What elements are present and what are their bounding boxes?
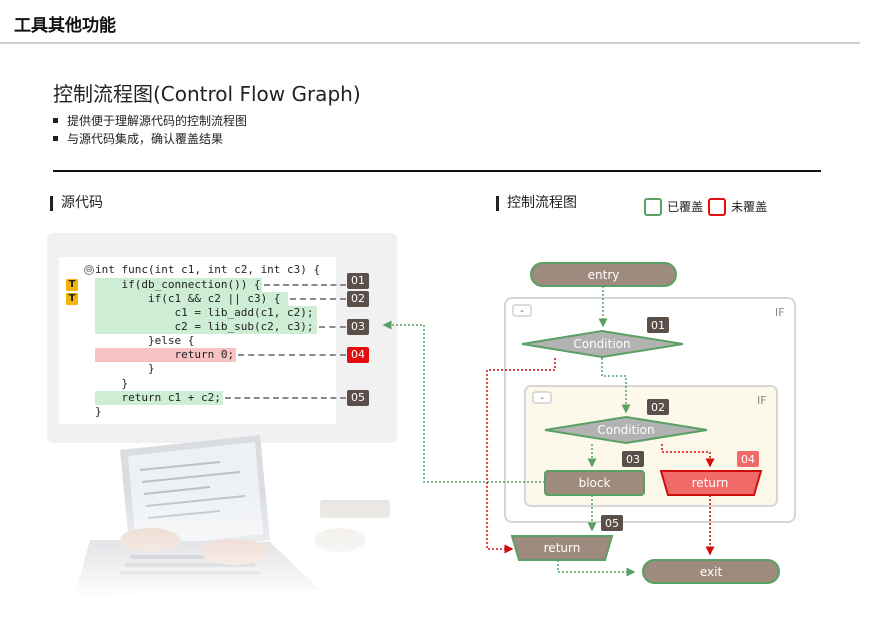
cfg-badge-03-label: 03 [626, 453, 640, 466]
cfg-badge-02-label: 02 [651, 401, 665, 414]
return-covered-label: return [544, 541, 581, 555]
code-line: if(db_connection()) { [95, 278, 261, 291]
uncovered-swatch-icon [708, 197, 726, 216]
inner-if-collapse-button[interactable] [532, 391, 552, 404]
cfg-badge-02 [647, 399, 669, 415]
code-line: return c1 + c2; [95, 391, 221, 404]
cfg-badge-01 [647, 317, 669, 333]
covered-swatch-icon [644, 197, 662, 216]
code-line: return 0; [95, 348, 235, 361]
line-badge-04: 04 [347, 347, 369, 363]
return-covered-node[interactable] [510, 535, 614, 561]
cfg-badge-04 [737, 451, 759, 467]
entry-node[interactable] [530, 262, 677, 287]
exit-node[interactable] [642, 559, 780, 584]
return-uncovered-node[interactable] [659, 470, 763, 496]
code-line: c1 = lib_add(c1, c2); [95, 306, 314, 319]
leader-line [238, 354, 346, 356]
inner-if-label: IF [757, 394, 767, 407]
code-line: int func(int c1, int c2, int c3) { [95, 263, 321, 276]
cfg-badge-05 [601, 515, 623, 531]
legend-covered: 已覆盖 [644, 196, 703, 216]
true-marker-badge: T [66, 293, 78, 305]
condition-inner-label: Condition [597, 423, 654, 437]
source-panel-label: 源代码 [50, 196, 103, 211]
outer-if-collapse-symbol: - [520, 306, 524, 317]
cfg-panel-label: 控制流程图 [496, 196, 577, 211]
true-marker-badge: T [66, 279, 78, 291]
covered-highlight [95, 320, 317, 334]
section-heading: 控制流程图(Control Flow Graph) [53, 82, 361, 106]
block-node-label: block [579, 476, 611, 490]
leader-line [264, 284, 346, 286]
block-node[interactable] [544, 470, 645, 496]
return-uncovered-label: return [692, 476, 729, 490]
line-badge-05: 05 [347, 390, 369, 406]
legend-uncovered-label: 未覆盖 [731, 200, 768, 214]
condition-outer-node[interactable] [521, 329, 684, 359]
code-line: if(c1 && c2 || c3) { [95, 292, 281, 305]
covered-highlight [95, 278, 262, 292]
uncovered-highlight [95, 348, 236, 362]
leader-line [319, 326, 346, 328]
fold-toggle-icon[interactable]: ⊖ [84, 265, 94, 275]
title-divider [0, 42, 860, 44]
code-line: } [95, 405, 102, 418]
page-title: 工具其他功能 [14, 16, 116, 36]
covered-highlight [95, 391, 223, 405]
inner-if-collapse-symbol: - [540, 393, 544, 404]
code-line: }else { [95, 334, 195, 347]
condition-inner-node[interactable] [544, 415, 708, 445]
line-badge-02: 02 [347, 291, 369, 307]
laptop-illustration-icon [70, 435, 410, 600]
covered-highlight [95, 306, 317, 320]
line-badge-03: 03 [347, 319, 369, 335]
outer-if-collapse-button[interactable] [512, 304, 532, 317]
section-divider [53, 170, 821, 172]
covered-highlight [95, 292, 288, 306]
leader-line [290, 298, 346, 300]
legend-uncovered: 未覆盖 [708, 196, 767, 216]
code-line: c2 = lib_sub(c2, c3); [95, 320, 314, 333]
cfg-badge-04-label: 04 [741, 453, 755, 466]
condition-outer-label: Condition [573, 337, 630, 351]
line-badge-01: 01 [347, 273, 369, 289]
leader-line [225, 397, 346, 399]
cfg-badge-03 [622, 451, 644, 467]
bullet-item: 提供便于理解源代码的控制流程图 [53, 112, 247, 129]
legend-covered-label: 已覆盖 [667, 200, 704, 214]
entry-node-label: entry [588, 268, 620, 282]
cfg-badge-05-label: 05 [605, 517, 619, 530]
cfg-badge-01-label: 01 [651, 319, 665, 332]
code-line: } [95, 362, 155, 375]
outer-if-label: IF [775, 306, 785, 319]
bullet-item: 与源代码集成，确认覆盖结果 [53, 130, 223, 147]
code-line: } [95, 377, 129, 390]
exit-node-label: exit [700, 565, 723, 579]
